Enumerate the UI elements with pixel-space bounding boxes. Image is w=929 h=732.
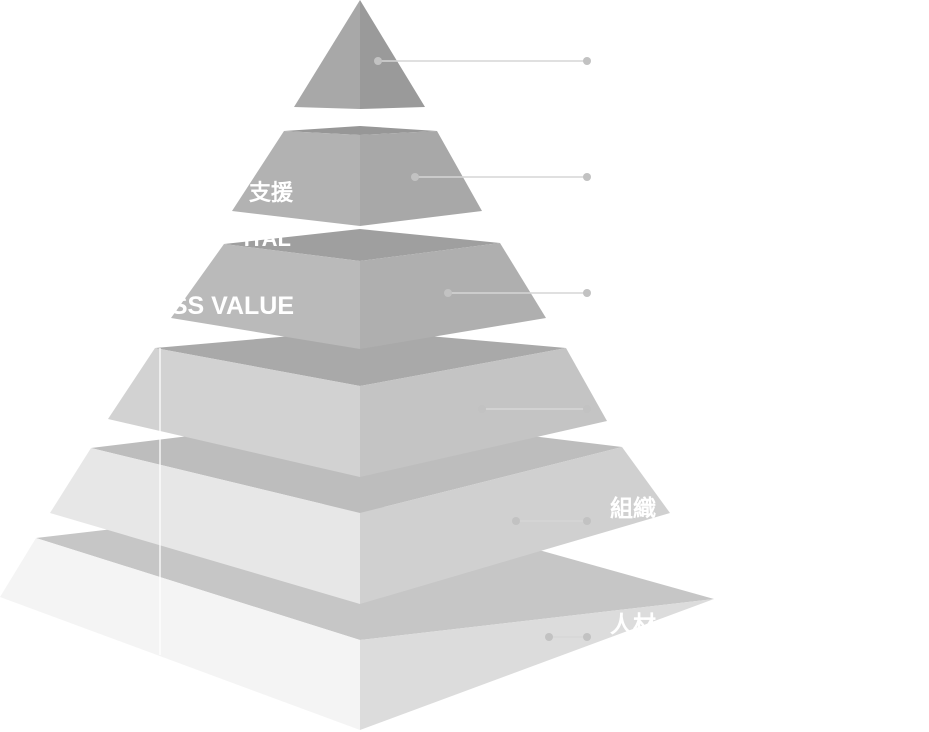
layer-2-right-face (360, 131, 482, 226)
leader-3-start-dot (444, 289, 452, 297)
left-label-3: SS VALUE (171, 292, 294, 320)
layer-5-right-face (360, 447, 670, 604)
leader-6-end-dot (583, 633, 591, 641)
leader-5-start-dot (512, 517, 520, 525)
leader-line-3 (444, 289, 591, 297)
leader-1-start-dot (374, 57, 382, 65)
leader-5-end-dot (583, 517, 591, 525)
pyramid-layer-1 (294, 0, 425, 109)
layer-5-left-face (50, 448, 360, 604)
leader-6-start-dot (545, 633, 553, 641)
right-label-1: 組織 (610, 495, 656, 521)
right-label-3: 人材 (610, 611, 656, 637)
leader-4-start-dot (478, 405, 486, 413)
leader-line-4 (478, 405, 591, 413)
layer-4-top-face (155, 330, 566, 386)
left-label-2: ITAL (244, 226, 291, 251)
leader-line-1 (374, 57, 591, 65)
layer-2-top-face (284, 126, 437, 135)
pyramid-layer-2 (232, 126, 482, 226)
layer-1-right-face (360, 0, 425, 109)
leader-2-start-dot (411, 173, 419, 181)
leader-1-end-dot (583, 57, 591, 65)
leader-line-5 (512, 517, 591, 525)
leader-line-6 (545, 633, 591, 641)
right-label-2: ORGA (610, 534, 670, 556)
leader-line-2 (411, 173, 591, 181)
layer-4-left-face (108, 348, 360, 477)
leader-4-end-dot (583, 405, 591, 413)
layer-2-left-face (232, 131, 360, 226)
layer-1-left-face (294, 0, 360, 109)
layer-3-right-face (360, 243, 546, 349)
pyramid-layer-3 (171, 229, 546, 349)
layer-6-left-face (0, 538, 360, 730)
left-label-1: 支援 (249, 180, 294, 205)
layer-6-right-face (360, 599, 714, 730)
leader-3-end-dot (583, 289, 591, 297)
leader-2-end-dot (583, 173, 591, 181)
layer-3-left-face (171, 244, 360, 349)
layer-3-top-face (224, 229, 500, 261)
